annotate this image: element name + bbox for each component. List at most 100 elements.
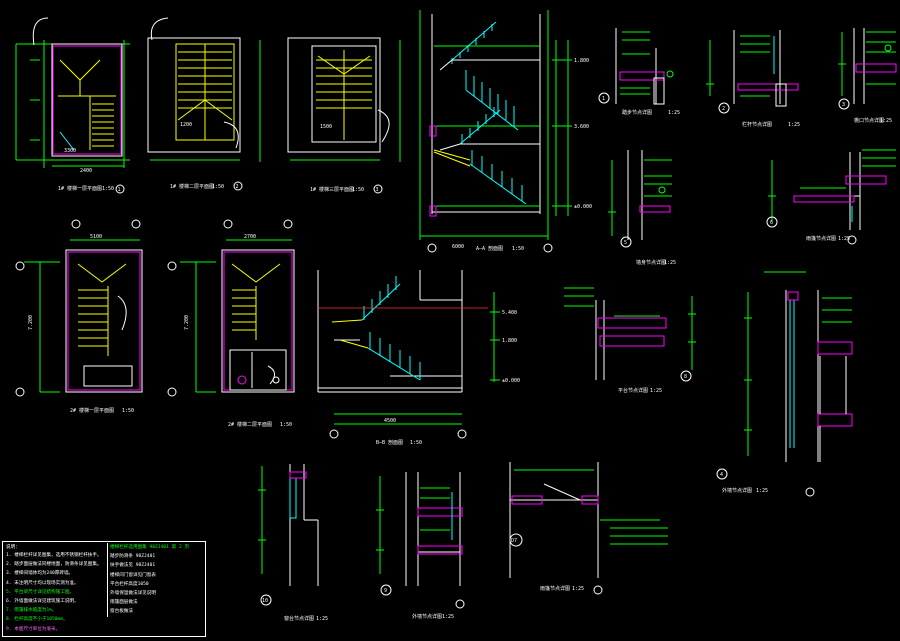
note-line: 1. 楼梯栏杆详见图集，选用不锈钢栏杆扶手。: [6, 553, 102, 558]
note-line: 楼梯间门窗详见门窗表: [110, 572, 156, 578]
svg-text:1:25: 1:25: [838, 236, 850, 242]
note-line: 外墙保温做法详见说明: [110, 591, 156, 597]
note-line: 楼梯栏杆选用图集 98ZJ401 第 2 页: [110, 545, 190, 550]
svg-text:3: 3: [842, 102, 845, 108]
detail-1: 1 踏步节点详图 1:25: [598, 28, 680, 116]
detail-6-title: 雨篷节点详图: [806, 235, 836, 242]
svg-text:1:50: 1:50: [410, 440, 422, 446]
plan-4-title: 2# 楼梯一层平面图: [70, 407, 114, 414]
svg-text:1500: 1500: [320, 124, 332, 130]
detail-3: 3 檐口节点详图 1:25: [838, 28, 897, 124]
svg-text:±0.000: ±0.000: [502, 378, 520, 384]
detail-4: 4 外墙节点详图 1:25: [716, 271, 853, 497]
note-line: 7. 雨篷排水坡度为1%。: [6, 608, 57, 614]
svg-text:1:25: 1:25: [442, 614, 454, 620]
note-line: 雨篷面层做法: [110, 600, 138, 606]
svg-text:1:50: 1:50: [352, 187, 364, 193]
svg-text:1200: 1200: [180, 122, 192, 128]
detail-d7: D7 雨篷节点详图 1:25: [509, 462, 668, 595]
detail-3-title: 檐口节点详图: [854, 117, 884, 124]
svg-text:6000: 6000: [452, 244, 464, 250]
detail-9: 9 外墙节点详图 1:25: [376, 472, 465, 620]
svg-text:7.200: 7.200: [28, 315, 34, 330]
plan-3-title: 1# 楼梯三层平面图: [310, 186, 354, 193]
plan-5: 7.200 2700 2# 楼梯二层平面图 1:50: [167, 219, 295, 428]
svg-text:7.200: 7.200: [184, 315, 190, 330]
plan-3: 3 1# 楼梯三层平面图 1:50 1500: [287, 37, 401, 194]
note-line: 窗台板做法: [110, 609, 133, 615]
plan-5-title: 2# 楼梯二层平面图: [228, 421, 272, 428]
plan-1-title: 1# 楼梯一层平面图: [58, 185, 102, 192]
note-line: 4. 未注明尺寸均以现场实测为准。: [6, 580, 79, 586]
note-line: 扶手做法见 98ZJ401: [110, 563, 156, 569]
note-line: 平台栏杆高度1050: [110, 581, 149, 587]
svg-text:1:50: 1:50: [280, 422, 292, 428]
detail-4-title: 外墙节点详图: [722, 487, 752, 494]
detail-5: 5 墙身节点详图 1:25: [608, 150, 676, 266]
svg-text:5100: 5100: [90, 234, 102, 240]
svg-text:3300: 3300: [64, 148, 76, 154]
detail-2: 2 栏杆节点详图 1:25: [706, 30, 800, 128]
note-line: 9. 本图尺寸单位为毫米。: [6, 626, 61, 632]
svg-text:4500: 4500: [384, 418, 396, 424]
svg-text:1: 1: [602, 96, 605, 102]
svg-text:1:25: 1:25: [572, 586, 584, 592]
note-line: 踏步防滑条 98ZJ401: [110, 554, 156, 560]
detail-2-title: 栏杆节点详图: [742, 121, 772, 128]
svg-text:1:25: 1:25: [668, 110, 680, 116]
plan-2: 2 1# 楼梯二层平面图 1:50 1200: [147, 17, 261, 191]
svg-text:1:25: 1:25: [756, 488, 768, 494]
svg-text:1.800: 1.800: [574, 58, 589, 64]
svg-text:1.800: 1.800: [502, 338, 517, 344]
svg-text:1:50: 1:50: [122, 408, 134, 414]
svg-text:1:25: 1:25: [664, 260, 676, 266]
svg-text:3.600: 3.600: [574, 124, 589, 130]
plan-4: 7.200 5100 2# 楼梯一层平面图 1:50: [15, 219, 143, 414]
section-bb: 5.400 1.800 ±0.000 4500 B—B 剖面图 1:50: [317, 270, 520, 446]
plan-1: 1 1# 楼梯一层平面图 1:50 3300 2400: [15, 17, 130, 194]
detail-5-title: 墙身节点详图: [636, 259, 666, 266]
notes-right-column: 楼梯栏杆选用图集 98ZJ401 第 2 页 踏步防滑条 98ZJ401 扶手做…: [107, 543, 208, 617]
detail-8-title: 平台节点详图: [618, 387, 648, 394]
note-line: 5. 平台梁尺寸详见结构施工图。: [6, 589, 75, 595]
detail-9-title: 外墙节点详图: [412, 613, 442, 620]
plan-2-title: 1# 楼梯二层平面图: [170, 183, 214, 190]
svg-text:6: 6: [770, 220, 773, 226]
svg-text:5.400: 5.400: [502, 310, 517, 316]
note-line: 3. 楼梯间墙体均为240厚砖墙。: [6, 571, 74, 577]
svg-text:2400: 2400: [80, 168, 92, 174]
svg-text:4: 4: [720, 472, 723, 478]
svg-text:9: 9: [384, 588, 387, 594]
svg-text:5: 5: [624, 240, 627, 246]
svg-text:8: 8: [684, 374, 687, 380]
section-aa-title: A—A 剖面图: [476, 245, 503, 252]
svg-text:1:25: 1:25: [316, 616, 328, 622]
section-aa: 1.800 3.600 ±0.000 6000 A—A 剖面图 1:50: [419, 10, 592, 253]
detail-10: 10 窗台节点详图 1:25: [258, 464, 328, 622]
detail-d7-title: 雨篷节点详图: [540, 585, 570, 592]
svg-text:1:25: 1:25: [650, 388, 662, 394]
svg-text:2: 2: [235, 184, 238, 190]
notes-left-column: 1. 楼梯栏杆详见图集，选用不锈钢栏杆扶手。 2. 踏步面层做法同楼地面，防滑条…: [6, 551, 102, 634]
svg-text:1:25: 1:25: [788, 122, 800, 128]
note-line: 6. 外墙面做法详见建筑施工说明。: [6, 599, 79, 605]
svg-text:10: 10: [262, 598, 268, 604]
svg-text:±0.000: ±0.000: [574, 204, 592, 210]
detail-10-title: 窗台节点详图: [284, 615, 314, 622]
note-line: 2. 踏步面层做法同楼地面，防滑条详见图集。: [6, 562, 102, 568]
svg-text:D7: D7: [511, 538, 517, 544]
detail-6: 6 雨篷节点详图 1:25: [766, 149, 896, 245]
svg-text:2: 2: [722, 106, 725, 112]
note-line: 8. 栏杆高度不小于1050mm。: [6, 617, 68, 623]
svg-text:1:50: 1:50: [212, 184, 224, 190]
detail-1-title: 踏步节点详图: [622, 109, 652, 116]
section-bb-title: B—B 剖面图: [376, 439, 403, 446]
svg-text:3: 3: [375, 187, 378, 193]
svg-text:1:50: 1:50: [512, 246, 524, 252]
notes-heading: 说明：: [6, 545, 20, 550]
notes-table: 说明： 1. 楼梯栏杆详见图集，选用不锈钢栏杆扶手。 2. 踏步面层做法同楼地面…: [2, 541, 206, 637]
detail-8: 8 平台节点详图 1:25: [564, 287, 696, 394]
svg-text:1:50: 1:50: [102, 186, 114, 192]
svg-text:2700: 2700: [244, 234, 256, 240]
svg-text:1:25: 1:25: [880, 118, 892, 124]
